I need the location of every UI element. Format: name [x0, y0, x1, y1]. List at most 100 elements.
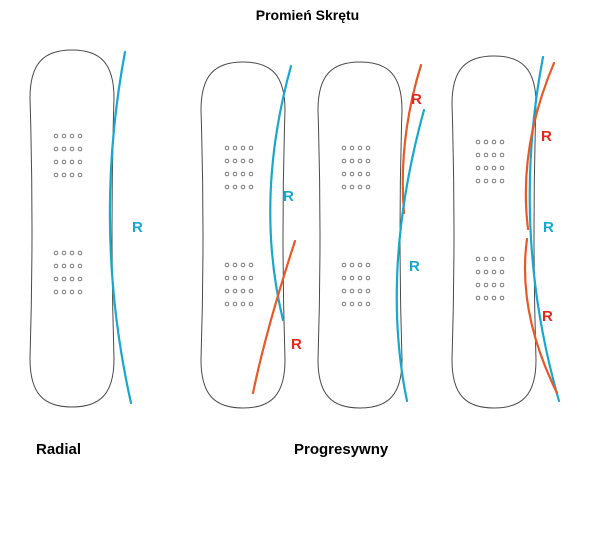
prog1-lower-curve [251, 239, 297, 395]
snowboard-radial-insert-dot [69, 250, 75, 256]
snowboard-progressive-2-insert-dot [349, 262, 355, 268]
snowboard-radial-insert-dot [53, 159, 59, 165]
snowboard-progressive-1-insert-dot [224, 158, 230, 164]
snowboard-progressive-1-insert-dot [224, 262, 230, 268]
radial-curve [108, 50, 133, 405]
snowboard-radial-insert-dot [77, 172, 83, 178]
snowboard-progressive-2-insert-dot [341, 288, 347, 294]
prog1-upper-curve [269, 64, 293, 322]
snowboard-progressive-2-insert-dot [365, 145, 371, 151]
snowboard-radial-insert-dot [61, 146, 67, 152]
snowboard-progressive-3-insert-dot [499, 139, 505, 145]
snowboard-progressive-1-insert-dot [232, 262, 238, 268]
snowboard-progressive-2-insert-dot [341, 158, 347, 164]
snowboard-radial-insert-dot [69, 159, 75, 165]
snowboard-progressive-1-insert-dot [248, 158, 254, 164]
snowboard-progressive-1-insert-dot [240, 145, 246, 151]
snowboard-radial-insert-dot [77, 263, 83, 269]
snowboard-progressive-1-insert-dot [224, 301, 230, 307]
snowboard-progressive-1-insert-dot [240, 158, 246, 164]
r-label-board4-middle: R [543, 219, 554, 236]
snowboard-progressive-1-insert-dot [224, 275, 230, 281]
snowboard-progressive-2-insert-dot [365, 171, 371, 177]
snowboard-radial-insert-dot [53, 250, 59, 256]
snowboard-progressive-2-insert-dot [349, 301, 355, 307]
snowboard-radial-insert-dot [53, 289, 59, 295]
snowboard-progressive-1-insert-dot [240, 275, 246, 281]
snowboard-progressive-3-outline [451, 55, 537, 409]
snowboard-radial-insert-dot [77, 133, 83, 139]
snowboard-radial-insert-dot [61, 250, 67, 256]
r-label-board2-upper: R [283, 188, 294, 205]
snowboard-radial-insert-dot [69, 289, 75, 295]
snowboard-progressive-2-insert-dot [365, 275, 371, 281]
snowboard-progressive-2-insert-dot [341, 262, 347, 268]
snowboard-progressive-3-insert-dot [483, 295, 489, 301]
snowboard-progressive-2-insert-dot [357, 184, 363, 190]
snowboard-progressive-2-insert-dot [357, 275, 363, 281]
snowboard-radial-insert-dot [53, 263, 59, 269]
snowboard-progressive-2-insert-dot [341, 171, 347, 177]
snowboard-progressive-1-insert-dot [232, 288, 238, 294]
snowboard-progressive-1-insert-dot [224, 184, 230, 190]
snowboard-progressive-1-insert-dot [232, 171, 238, 177]
prog3-full-curve [528, 55, 561, 403]
snowboard-progressive-1-insert-dot [224, 145, 230, 151]
snowboard-progressive-3-insert-dot [491, 165, 497, 171]
snowboard-progressive-2-insert-dot [357, 171, 363, 177]
snowboard-radial-insert-dot [61, 289, 67, 295]
snowboard-progressive-3-insert-dot [491, 178, 497, 184]
snowboard-progressive-2-insert-dot [365, 301, 371, 307]
snowboard-radial-insert-dot [61, 276, 67, 282]
snowboard-progressive-3-insert-dot [483, 282, 489, 288]
prog2-lower-curve [395, 108, 426, 403]
snowboard-progressive-1-insert-dot [248, 184, 254, 190]
snowboard-progressive-3-insert-dot [475, 256, 481, 262]
snowboard-radial-insert-dot [53, 172, 59, 178]
snowboard-progressive-1-insert-dot [248, 171, 254, 177]
snowboard-radial-insert-dot [69, 133, 75, 139]
snowboard-radial-insert-dot [77, 289, 83, 295]
snowboard-progressive-2-insert-dot [349, 145, 355, 151]
snowboard-progressive-1-outline [200, 61, 286, 409]
snowboard-radial-insert-dot [69, 263, 75, 269]
snowboard-progressive-1-insert-dot [232, 275, 238, 281]
snowboard-progressive-1-insert-dot [232, 301, 238, 307]
prog2-upper-curve [401, 63, 423, 215]
snowboard-radial-insert-dot [69, 276, 75, 282]
caption-radial: Radial [36, 441, 82, 458]
r-label-board1: R [132, 219, 143, 236]
snowboard-progressive-1-insert-dot [240, 262, 246, 268]
snowboard-progressive-1-insert-dot [240, 171, 246, 177]
snowboard-radial-insert-dot [77, 146, 83, 152]
snowboard-progressive-1-insert-dot [224, 288, 230, 294]
snowboard-progressive-3-insert-dot [475, 282, 481, 288]
snowboard-progressive-3-insert-dot [499, 178, 505, 184]
snowboard-progressive-1-insert-dot [232, 145, 238, 151]
snowboard-radial-insert-dot [61, 133, 67, 139]
snowboard-progressive-1-insert-dot [224, 171, 230, 177]
snowboard-progressive-3-insert-dot [475, 295, 481, 301]
snowboard-progressive-3-insert-dot [483, 165, 489, 171]
snowboard-progressive-2-insert-dot [341, 275, 347, 281]
snowboard-progressive-1-insert-dot [248, 145, 254, 151]
snowboard-radial-outline [29, 49, 115, 408]
snowboard-progressive-3-insert-dot [483, 152, 489, 158]
snowboard-radial-insert-dot [77, 159, 83, 165]
snowboard-progressive-1-insert-dot [248, 288, 254, 294]
snowboard-progressive-3-insert-dot [483, 256, 489, 262]
snowboard-progressive-3-insert-dot [475, 152, 481, 158]
snowboard-progressive-2-insert-dot [365, 184, 371, 190]
snowboard-progressive-1-insert-dot [248, 275, 254, 281]
snowboard-progressive-3-insert-dot [499, 152, 505, 158]
snowboard-progressive-2-insert-dot [357, 288, 363, 294]
snowboard-progressive-3-insert-dot [499, 269, 505, 275]
snowboard-progressive-2-insert-dot [349, 158, 355, 164]
snowboard-radial-insert-dot [69, 172, 75, 178]
snowboard-progressive-2-insert-dot [365, 158, 371, 164]
snowboard-progressive-2-insert-dot [349, 184, 355, 190]
r-label-board3-lower: R [409, 258, 420, 275]
snowboard-radial-insert-dot [61, 263, 67, 269]
snowboard-progressive-2-insert-dot [349, 288, 355, 294]
